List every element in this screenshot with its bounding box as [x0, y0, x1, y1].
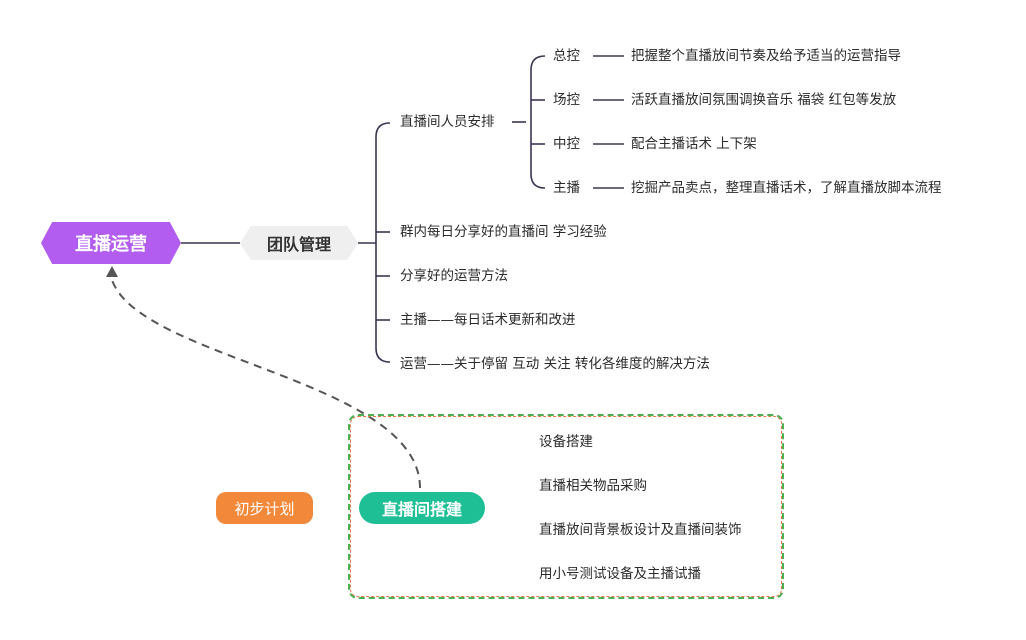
- subtopic-operations[interactable]: 运营——关于停留 互动 关注 转化各维度的解决方法: [400, 356, 710, 372]
- role-label-1[interactable]: 总控: [553, 48, 580, 64]
- role-label-4[interactable]: 主播: [553, 180, 580, 196]
- floating-topic-setup-label: 直播间搭建: [381, 500, 462, 519]
- setup-boundary: [348, 414, 784, 599]
- plan-tag[interactable]: 初步计划: [216, 492, 313, 524]
- relationship-arrowhead: [106, 266, 118, 277]
- setup-item-3[interactable]: 直播放间背景板设计及直播间装饰: [539, 522, 742, 538]
- floating-topic-setup[interactable]: 直播间搭建: [359, 492, 485, 524]
- subtopic-anchor[interactable]: 主播——每日话术更新和改进: [400, 312, 576, 328]
- roles-bracket: [530, 55, 546, 189]
- setup-item-1[interactable]: 设备搭建: [539, 434, 593, 450]
- role-desc-4[interactable]: 挖掘产品卖点，整理直播话术，了解直播放脚本流程: [631, 180, 942, 196]
- role-label-3[interactable]: 中控: [553, 136, 580, 152]
- topic-team-management[interactable]: 团队管理: [240, 226, 358, 260]
- subtopic-share-streams[interactable]: 群内每日分享好的直播间 学习经验: [400, 224, 607, 240]
- root-node-label: 直播运营: [75, 234, 147, 255]
- relationship-curve: [111, 279, 421, 489]
- role-desc-3[interactable]: 配合主播话术 上下架: [631, 136, 757, 152]
- plan-tag-label: 初步计划: [234, 499, 295, 518]
- setup-item-4[interactable]: 用小号测试设备及主播试播: [539, 566, 701, 582]
- main-bracket: [375, 122, 391, 363]
- role-label-2[interactable]: 场控: [553, 92, 580, 108]
- role-desc-1[interactable]: 把握整个直播放间节奏及给予适当的运营指导: [631, 48, 901, 64]
- role-desc-2[interactable]: 活跃直播放间氛围调换音乐 福袋 红包等发放: [631, 92, 897, 108]
- subtopic-staff[interactable]: 直播间人员安排: [400, 114, 495, 130]
- subtopic-share-methods[interactable]: 分享好的运营方法: [400, 268, 508, 284]
- setup-item-2[interactable]: 直播相关物品采购: [539, 478, 647, 494]
- topic-label: 团队管理: [266, 235, 331, 254]
- root-node[interactable]: 直播运营: [41, 222, 181, 264]
